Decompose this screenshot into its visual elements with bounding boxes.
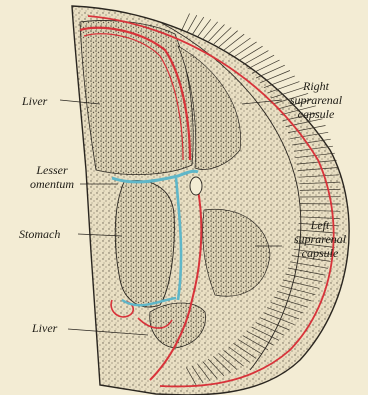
vessel-oval — [190, 177, 202, 195]
stria-line — [214, 28, 231, 44]
label-liver-bottom: Liver — [32, 322, 57, 334]
label-lesser-omentum-line1: Lesser — [16, 164, 88, 176]
label-left-suprarenal-line2: suprarenal — [280, 233, 360, 245]
label-right-suprarenal-line3: capsule — [276, 108, 356, 120]
stria-line — [224, 34, 244, 50]
label-lesser-omentum: Lesser omentum — [16, 164, 88, 190]
stria-line — [209, 25, 225, 42]
stria-line — [229, 38, 251, 53]
stria-line — [219, 31, 238, 47]
stomach-shape — [115, 180, 174, 307]
label-left-suprarenal: Left suprarenal capsule — [280, 219, 360, 259]
label-right-suprarenal: Right suprarenal capsule — [276, 80, 356, 120]
stria-line — [243, 51, 268, 65]
stria-line — [248, 55, 275, 69]
label-stomach: Stomach — [19, 228, 60, 240]
label-left-suprarenal-line1: Left — [280, 219, 360, 231]
stria-line — [203, 22, 217, 39]
stria-line — [234, 42, 257, 57]
stria-line — [256, 65, 285, 78]
label-lesser-omentum-line2: omentum — [16, 178, 88, 190]
label-right-suprarenal-line2: suprarenal — [276, 94, 356, 106]
stria-line — [198, 19, 211, 36]
stria-line — [252, 60, 280, 73]
label-left-suprarenal-line3: capsule — [280, 247, 360, 259]
label-right-suprarenal-line1: Right — [276, 80, 356, 92]
stria-line — [239, 46, 263, 61]
label-liver-top: Liver — [22, 95, 47, 107]
stria-line — [181, 14, 189, 32]
